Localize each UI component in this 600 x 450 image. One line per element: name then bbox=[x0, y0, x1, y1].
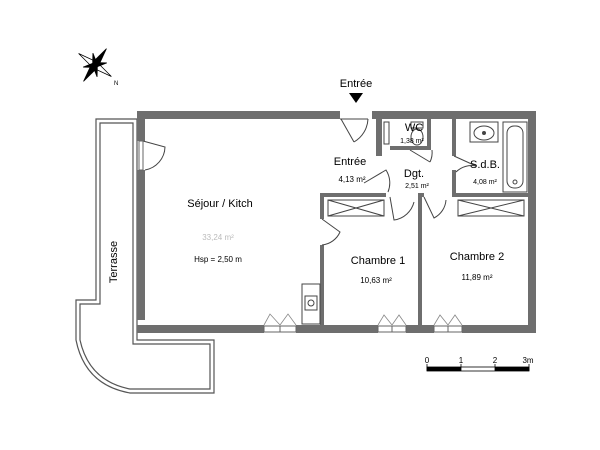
entrance-label: Entrée bbox=[340, 78, 372, 90]
terrace bbox=[75, 118, 215, 394]
chambre1-name: Chambre 1 bbox=[351, 255, 405, 267]
sejour-name: Séjour / Kitch bbox=[187, 198, 252, 210]
closet-chambre1 bbox=[327, 199, 385, 217]
kitchen-sink-icon bbox=[301, 283, 321, 325]
dgt-area: 2,51 m² bbox=[405, 183, 429, 190]
toilet-icon bbox=[410, 121, 424, 146]
entrance-arrow-icon bbox=[349, 93, 363, 103]
wc-name: WC bbox=[405, 122, 423, 134]
scale-tick-2: 2 bbox=[493, 356, 498, 365]
exterior-walls bbox=[137, 111, 536, 333]
terrace-door[interactable] bbox=[142, 140, 166, 171]
entree-name: Entrée bbox=[334, 156, 366, 168]
closet-entree bbox=[383, 121, 390, 145]
scale-tick-1: 1 bbox=[459, 356, 464, 365]
interior-walls bbox=[320, 111, 536, 333]
compass-rose-icon bbox=[78, 48, 112, 82]
sdb-area: 4,08 m² bbox=[473, 179, 497, 186]
closet-chambre2 bbox=[457, 199, 525, 217]
chambre1-area: 10,63 m² bbox=[360, 276, 392, 285]
scale-bar bbox=[426, 364, 530, 372]
compass-north-label: N bbox=[114, 81, 118, 87]
entrance-door[interactable] bbox=[340, 118, 369, 143]
sink-icon bbox=[469, 121, 499, 143]
dgt-name: Dgt. bbox=[404, 168, 424, 180]
scale-tick-0: 0 bbox=[425, 356, 430, 365]
scale-tick-3: 3m bbox=[522, 356, 533, 365]
wc-area: 1,38 m² bbox=[400, 138, 424, 145]
chambre2-name: Chambre 2 bbox=[450, 251, 504, 263]
entree-area: 4,13 m² bbox=[338, 175, 365, 184]
chambre2-area: 11,89 m² bbox=[462, 273, 493, 282]
windows bbox=[138, 140, 463, 333]
terrace-label: Terrasse bbox=[108, 241, 120, 283]
sejour-hsp: Hsp = 2,50 m bbox=[194, 255, 242, 264]
bathtub-icon bbox=[502, 121, 528, 193]
sejour-area: 33,24 m² bbox=[202, 233, 234, 242]
sdb-name: S.d.B. bbox=[470, 159, 500, 171]
window-swings bbox=[263, 313, 463, 326]
interior-doors[interactable] bbox=[321, 149, 477, 246]
